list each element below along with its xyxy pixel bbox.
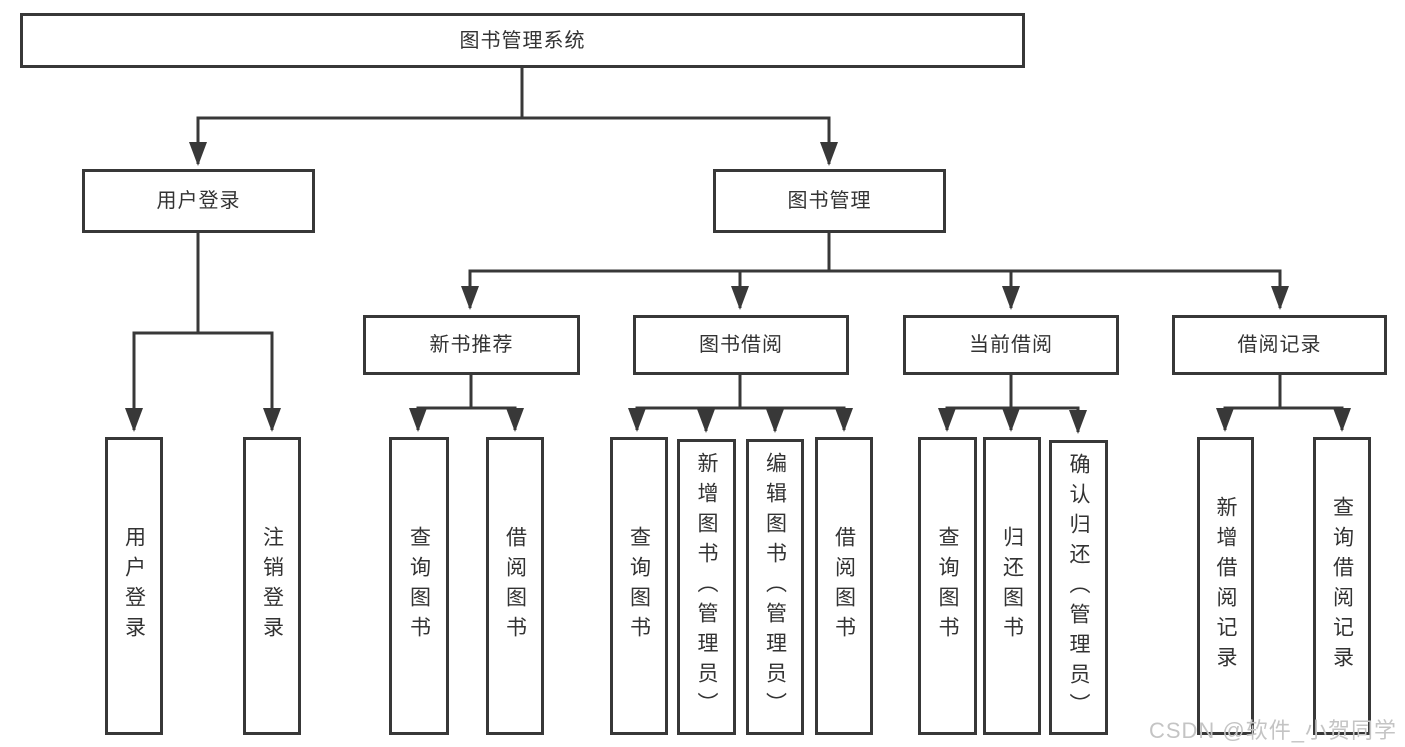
node-label: 图书管理 — [787, 190, 872, 212]
node-label: 借阅图书 — [832, 526, 856, 646]
node-label: 查询借阅记录 — [1330, 496, 1354, 676]
node-leaf-confirm-return-admin: 确认归还（管理员） — [1049, 440, 1108, 735]
node-leaf-query-borrow-record: 查询借阅记录 — [1313, 437, 1371, 735]
node-leaf-borrow-books: 借阅图书 — [815, 437, 873, 735]
node-book-borrowing: 图书借阅 — [633, 315, 849, 375]
node-leaf-user-login: 用户登录 — [105, 437, 163, 735]
node-leaf-add-book-admin: 新增图书（管理员） — [677, 439, 736, 735]
node-label: 图书管理系统 — [459, 29, 586, 52]
node-leaf-query-books-borrowing: 查询图书 — [610, 437, 668, 735]
connector-user-login-children — [125, 231, 281, 432]
node-leaf-return-books: 归还图书 — [983, 437, 1041, 735]
node-new-book-recommend: 新书推荐 — [363, 315, 580, 375]
watermark: CSDN @软件_小贺同学 — [1148, 718, 1397, 743]
node-label: 借阅记录 — [1237, 334, 1322, 356]
node-label: 当前借阅 — [969, 334, 1053, 356]
connector-current-borrowing-children — [938, 373, 1087, 434]
node-label: 归还图书 — [1000, 526, 1024, 646]
node-library-management-system: 图书管理系统 — [20, 13, 1025, 68]
node-user-login: 用户登录 — [82, 169, 315, 233]
node-borrowing-records: 借阅记录 — [1172, 315, 1387, 375]
node-book-management: 图书管理 — [713, 169, 946, 233]
node-leaf-query-books-recommend: 查询图书 — [389, 437, 449, 735]
node-label: 新增图书（管理员） — [695, 452, 718, 722]
connector-new-book-recommend-children — [409, 373, 524, 432]
node-leaf-borrow-books-recommend: 借阅图书 — [486, 437, 544, 735]
connector-book-management-children — [461, 231, 1289, 310]
node-label: 查询图书 — [407, 526, 431, 646]
node-label: 查询图书 — [936, 526, 959, 646]
node-leaf-add-borrow-record: 新增借阅记录 — [1197, 437, 1254, 735]
connector-book-borrowing-children — [628, 373, 853, 433]
node-label: 注销登录 — [260, 526, 284, 646]
connector-borrowing-records-children — [1216, 373, 1351, 432]
node-label: 用户登录 — [122, 526, 146, 646]
node-label: 用户登录 — [156, 190, 241, 212]
node-current-borrowing: 当前借阅 — [903, 315, 1119, 375]
node-label: 新书推荐 — [429, 334, 514, 356]
node-label: 编辑图书（管理员） — [763, 452, 787, 722]
node-label: 图书借阅 — [699, 334, 783, 356]
node-leaf-edit-book-admin: 编辑图书（管理员） — [746, 439, 804, 735]
node-label: 查询图书 — [627, 526, 651, 646]
node-label: 借阅图书 — [503, 526, 527, 646]
node-leaf-logout: 注销登录 — [243, 437, 301, 735]
node-leaf-query-books-current: 查询图书 — [918, 437, 977, 735]
node-label: 新增借阅记录 — [1214, 496, 1237, 676]
node-label: 确认归还（管理员） — [1067, 452, 1090, 723]
connector-root-to-level2 — [189, 66, 838, 166]
